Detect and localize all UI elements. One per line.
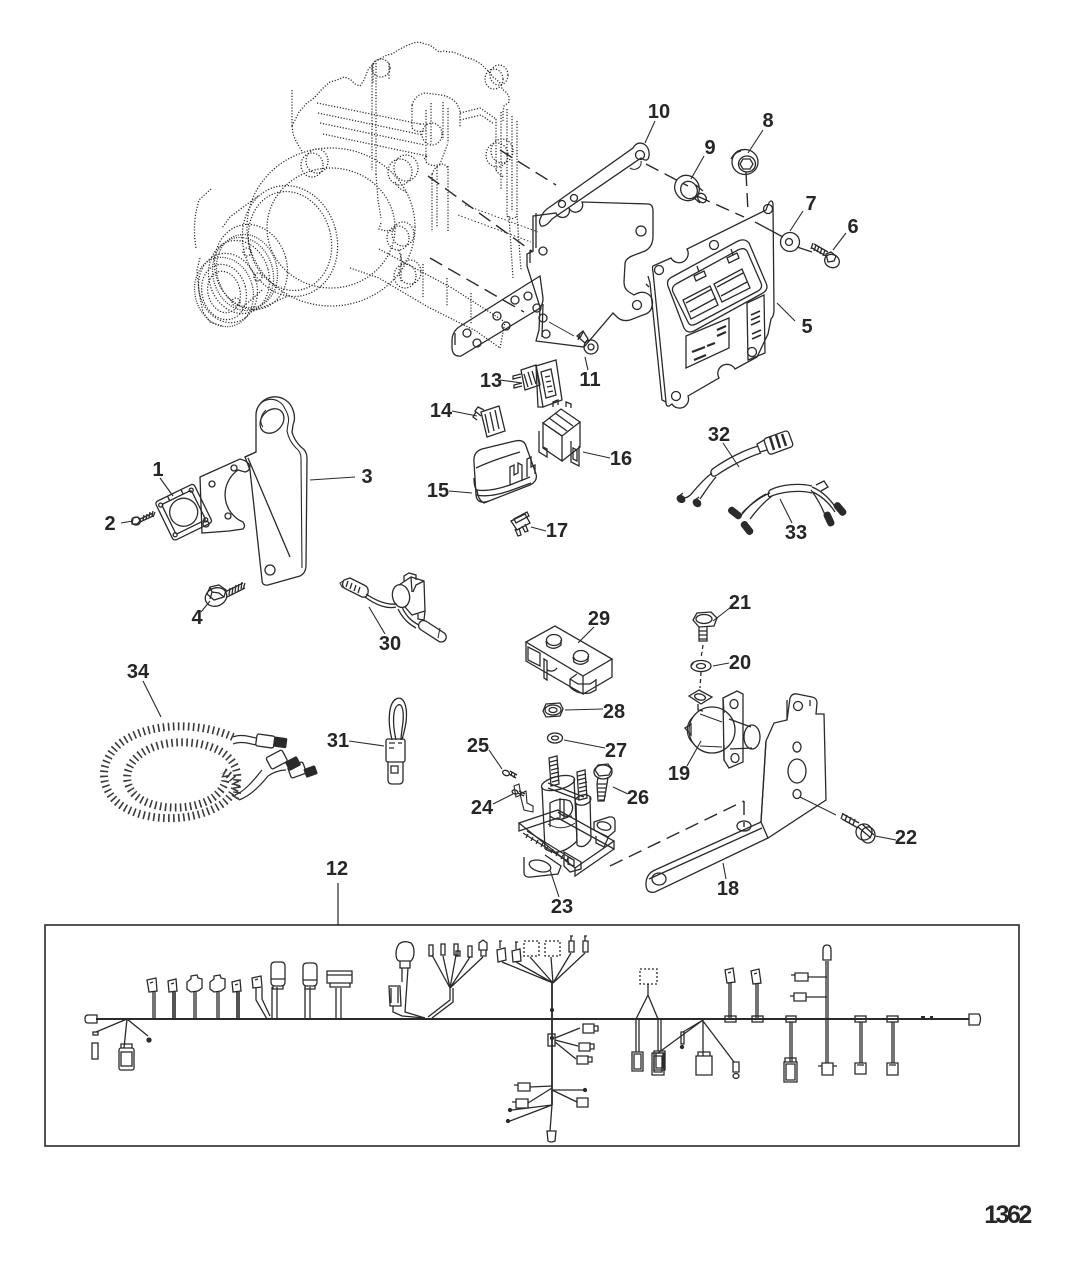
svg-text:20: 20 [729,652,751,674]
svg-text:9: 9 [704,137,715,159]
svg-text:17: 17 [546,520,568,542]
svg-text:13: 13 [480,370,502,392]
svg-text:16: 16 [610,448,632,470]
svg-text:27: 27 [605,740,627,762]
svg-text:25: 25 [467,735,489,757]
svg-text:10: 10 [648,101,670,123]
svg-text:7: 7 [805,193,816,215]
svg-text:3: 3 [361,466,372,488]
svg-text:1: 1 [152,459,163,481]
svg-text:30: 30 [379,633,401,655]
svg-text:12: 12 [326,858,348,880]
svg-text:31: 31 [327,730,349,752]
svg-text:8: 8 [762,110,773,132]
svg-text:34: 34 [127,661,150,683]
svg-text:19: 19 [668,763,690,785]
svg-text:22: 22 [895,827,917,849]
svg-text:23: 23 [551,896,573,918]
svg-text:4: 4 [191,607,203,629]
svg-text:21: 21 [729,592,751,614]
svg-text:18: 18 [717,878,739,900]
svg-text:28: 28 [603,701,625,723]
svg-text:26: 26 [627,787,649,809]
svg-text:29: 29 [588,608,610,630]
svg-text:15: 15 [427,480,449,502]
svg-text:6: 6 [847,216,858,238]
svg-text:33: 33 [785,522,807,544]
svg-text:2: 2 [104,513,115,535]
svg-text:14: 14 [430,400,453,422]
svg-text:24: 24 [471,797,494,819]
svg-text:32: 32 [708,424,730,446]
svg-text:1362: 1362 [984,1201,1031,1229]
svg-text:11: 11 [579,369,600,391]
svg-text:5: 5 [801,316,812,338]
